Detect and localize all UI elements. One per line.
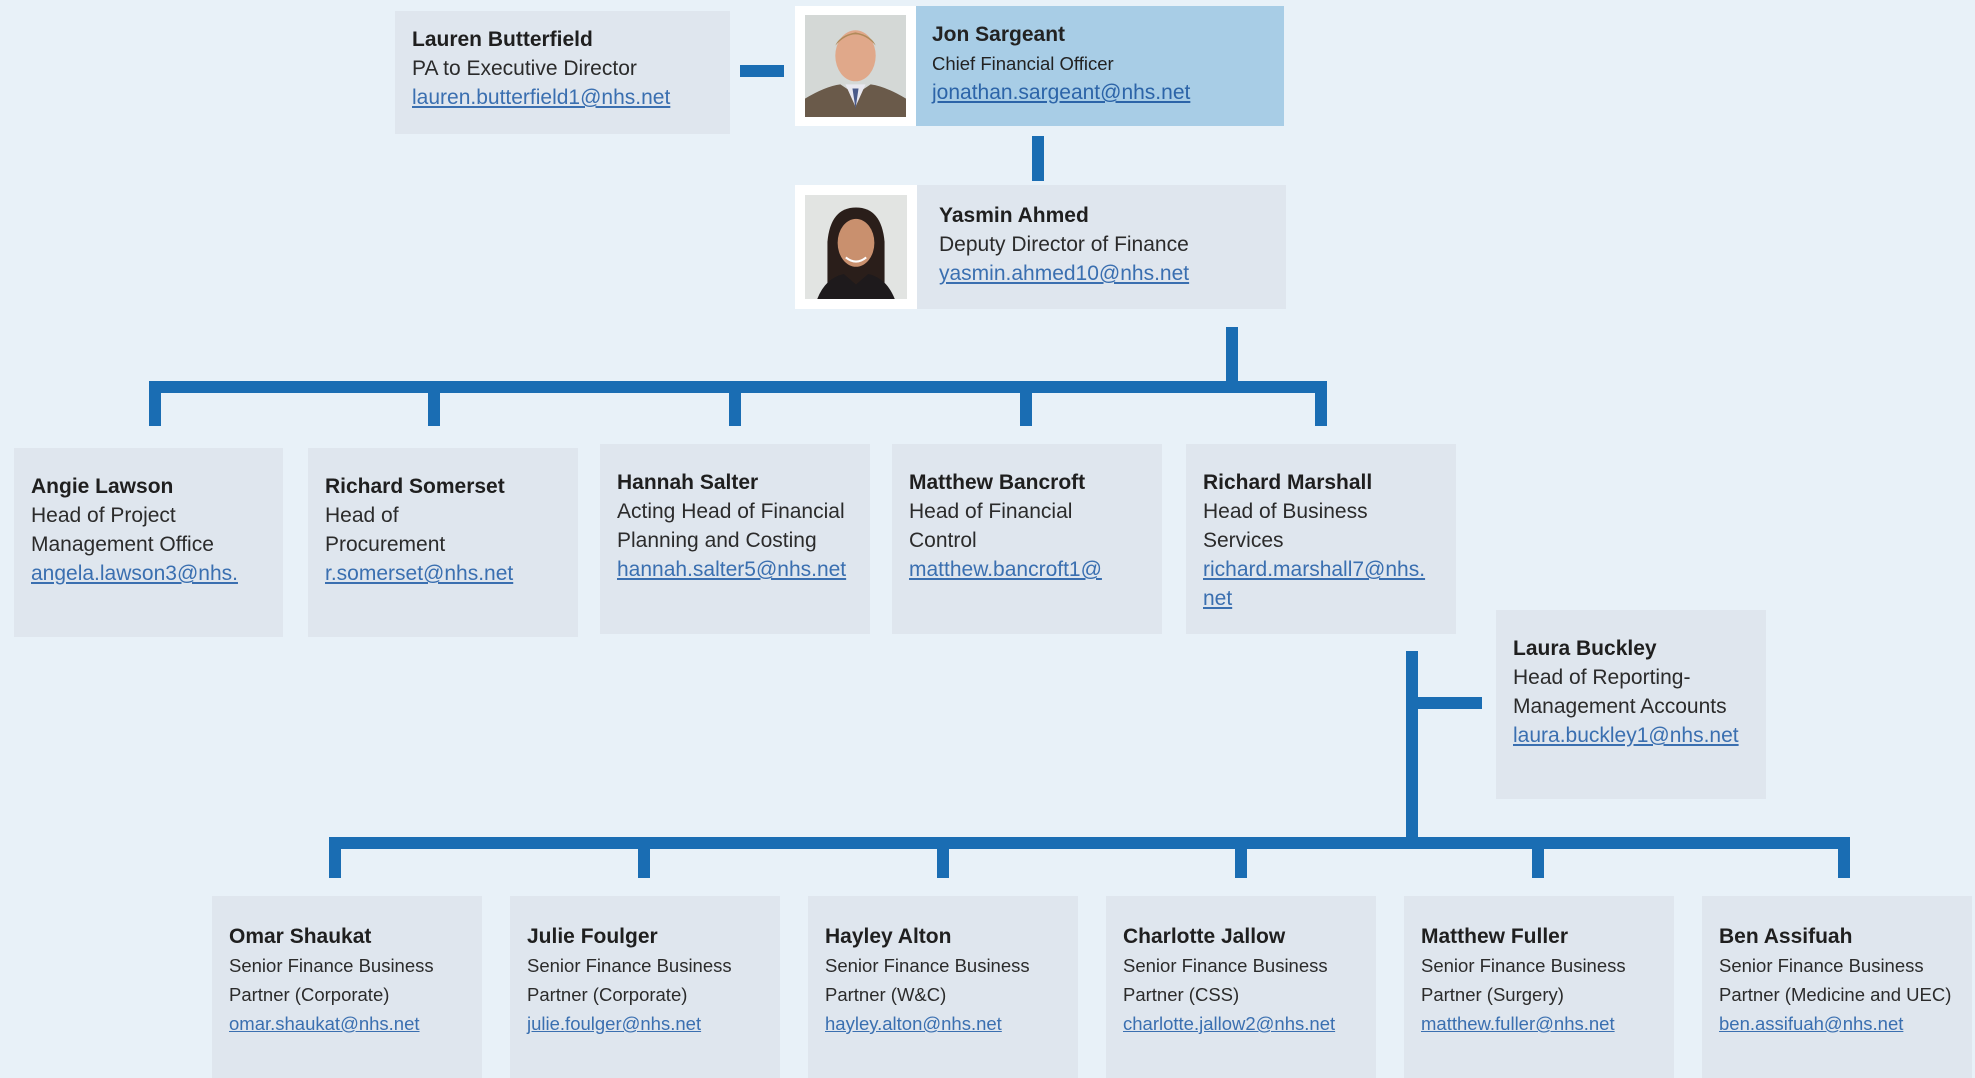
connector-partners-bar — [329, 837, 1850, 849]
card-partner-omar-shaukat: Omar Shaukat Senior Finance Business Par… — [212, 896, 482, 1078]
person-email-link[interactable]: hannah.salter5@nhs.net — [617, 558, 847, 581]
card-partner-charlotte-jallow: Charlotte Jallow Senior Finance Business… — [1106, 896, 1376, 1078]
connector-to-reporting — [1406, 697, 1482, 709]
person-name: Matthew Fuller — [1421, 925, 1569, 948]
person-role: Deputy Director of Finance — [939, 233, 1189, 256]
connector-partner-1 — [329, 837, 341, 878]
connector-partner-5 — [1532, 837, 1544, 878]
cfo-photo-frame — [795, 6, 916, 126]
person-email-link[interactable]: angela.lawson3@nhs. — [31, 562, 238, 585]
card-head-richard-marshall: Richard Marshall Head of Business Servic… — [1186, 444, 1456, 634]
card-reporting-laura-buckley: Laura Buckley Head of Reporting- Managem… — [1496, 610, 1766, 799]
person-role-line: Control — [909, 529, 977, 552]
person-email-link[interactable]: ben.assifuah@nhs.net — [1719, 1013, 1904, 1034]
connector-pa-to-cfo — [740, 65, 784, 77]
person-email-link[interactable]: matthew.fuller@nhs.net — [1421, 1013, 1615, 1034]
person-email-link[interactable]: lauren.butterfield1@nhs.net — [412, 86, 671, 109]
card-partner-ben-assifuah: Ben Assifuah Senior Finance Business Par… — [1702, 896, 1972, 1078]
person-name: Richard Marshall — [1203, 471, 1373, 494]
person-name: Laura Buckley — [1513, 637, 1657, 660]
person-name: Richard Somerset — [325, 475, 505, 498]
person-role-line: Partner (Corporate) — [229, 984, 390, 1005]
person-name: Matthew Bancroft — [909, 471, 1086, 494]
person-role-line: Acting Head of Financial — [617, 500, 845, 523]
person-role-line: Senior Finance Business — [229, 955, 434, 976]
person-email-link[interactable]: charlotte.jallow2@nhs.net — [1123, 1013, 1336, 1034]
person-role: PA to Executive Director — [412, 57, 637, 80]
connector-partner-2 — [638, 837, 650, 878]
person-email-link[interactable]: jonathan.sargeant@nhs.net — [932, 81, 1191, 104]
person-email-link[interactable]: omar.shaukat@nhs.net — [229, 1013, 420, 1034]
person-role-line: Partner (W&C) — [825, 984, 947, 1005]
person-email-link[interactable]: julie.foulger@nhs.net — [527, 1013, 702, 1034]
person-role-line: Head of Project — [31, 504, 176, 527]
person-role-line: Management Office — [31, 533, 214, 556]
card-partner-hayley-alton: Hayley Alton Senior Finance Business Par… — [808, 896, 1078, 1078]
card-head-hannah-salter: Hannah Salter Acting Head of Financial P… — [600, 444, 870, 634]
person-name: Charlotte Jallow — [1123, 925, 1286, 948]
person-email-link-continued[interactable]: net — [1203, 587, 1233, 610]
person-role-line: Senior Finance Business — [527, 955, 732, 976]
person-email-link[interactable]: richard.marshall7@nhs. — [1203, 558, 1426, 581]
person-email-link[interactable]: hayley.alton@nhs.net — [825, 1013, 1002, 1034]
person-photo-female-icon — [805, 195, 907, 299]
connector-head-1 — [149, 381, 161, 426]
person-role-line: Senior Finance Business — [825, 955, 1030, 976]
card-partner-julie-foulger: Julie Foulger Senior Finance Business Pa… — [510, 896, 780, 1078]
person-email-link[interactable]: laura.buckley1@nhs.net — [1513, 724, 1739, 747]
person-name: Lauren Butterfield — [412, 28, 593, 51]
person-email-link[interactable]: r.somerset@nhs.net — [325, 562, 514, 585]
person-role-line: Partner (Corporate) — [527, 984, 688, 1005]
person-email-link[interactable]: matthew.bancroft1@ — [909, 558, 1102, 581]
card-head-matthew-bancroft: Matthew Bancroft Head of Financial Contr… — [892, 444, 1162, 634]
person-role-line: Head of Reporting- — [1513, 666, 1691, 689]
person-role-line: Senior Finance Business — [1719, 955, 1924, 976]
connector-head-4 — [1020, 381, 1032, 426]
connector-head-5 — [1315, 381, 1327, 426]
connector-partner-4 — [1235, 837, 1247, 878]
person-role-line: Head of Business — [1203, 500, 1368, 523]
person-name: Ben Assifuah — [1719, 925, 1853, 948]
person-name: Hayley Alton — [825, 925, 952, 948]
card-head-richard-somerset: Richard Somerset Head of Procurement r.s… — [308, 448, 578, 637]
person-role-line: Procurement — [325, 533, 446, 556]
person-name: Angie Lawson — [31, 475, 174, 498]
deputy-photo-frame — [795, 185, 917, 309]
person-name: Jon Sargeant — [932, 23, 1066, 46]
person-role-line: Senior Finance Business — [1123, 955, 1328, 976]
person-role-line: Planning and Costing — [617, 529, 817, 552]
connector-marshall-down — [1406, 651, 1418, 842]
connector-cfo-to-deputy — [1032, 136, 1044, 181]
person-email-link[interactable]: yasmin.ahmed10@nhs.net — [939, 262, 1190, 285]
person-role-line: Services — [1203, 529, 1284, 552]
person-name: Julie Foulger — [527, 925, 658, 948]
person-role-line: Head of — [325, 504, 399, 527]
card-deputy: Yasmin Ahmed Deputy Director of Finance … — [917, 185, 1286, 309]
person-role-line: Senior Finance Business — [1421, 955, 1626, 976]
card-pa: Lauren Butterfield PA to Executive Direc… — [395, 11, 730, 134]
connector-partner-3 — [937, 837, 949, 878]
person-photo-male-icon — [805, 15, 906, 117]
connector-head-2 — [428, 381, 440, 426]
person-role-line: Partner (Medicine and UEC) — [1719, 984, 1952, 1005]
person-name: Omar Shaukat — [229, 925, 372, 948]
connector-head-3 — [729, 381, 741, 426]
person-role-line: Management Accounts — [1513, 695, 1727, 718]
person-role-line: Partner (Surgery) — [1421, 984, 1564, 1005]
person-role-line: Partner (CSS) — [1123, 984, 1240, 1005]
person-name: Hannah Salter — [617, 471, 759, 494]
card-head-angie-lawson: Angie Lawson Head of Project Management … — [14, 448, 283, 637]
connector-deputy-down — [1226, 327, 1238, 381]
person-name: Yasmin Ahmed — [939, 204, 1089, 227]
person-role-line: Head of Financial — [909, 500, 1073, 523]
card-cfo: Jon Sargeant Chief Financial Officer jon… — [916, 6, 1284, 126]
connector-partner-6 — [1838, 837, 1850, 878]
person-role: Chief Financial Officer — [932, 53, 1114, 74]
card-partner-matthew-fuller: Matthew Fuller Senior Finance Business P… — [1404, 896, 1674, 1078]
